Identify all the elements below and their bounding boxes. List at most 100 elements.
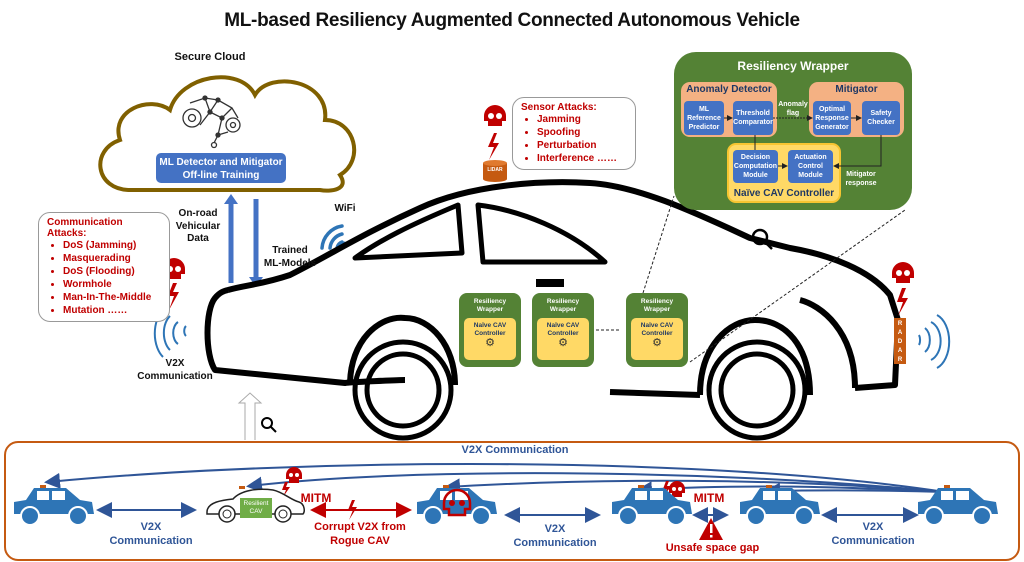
- link-label: V2X Communication: [818, 520, 928, 548]
- link-label-line: V2X: [140, 521, 162, 533]
- mini-controller-line: Naïve CAV: [473, 322, 507, 329]
- link-label: V2X Communication: [96, 520, 206, 548]
- corrupt-link-label: Corrupt V2X from Rogue CAV: [305, 520, 415, 548]
- mitm-label: MITM: [693, 491, 725, 505]
- module-line: Reference: [687, 114, 721, 122]
- attack-item: Perturbation: [537, 139, 627, 152]
- module-line: Decision: [740, 154, 771, 161]
- radar-letter: A: [897, 348, 903, 354]
- warning-icon: [699, 518, 723, 540]
- resilient-cav-car: [206, 486, 305, 523]
- resilient-cav-line: Resilient: [243, 500, 269, 507]
- mini-controller-line: Controller: [474, 330, 506, 337]
- gears-icon: ⚙: [652, 337, 662, 349]
- downlink-line2: ML-Models: [263, 257, 317, 269]
- resiliency-wrapper-title: Resiliency Wrapper: [737, 59, 849, 73]
- platoon-car: [740, 485, 820, 526]
- v2x-attack-bolt-icon: [168, 283, 179, 310]
- ml-training-line2: Off-line Training: [182, 170, 260, 181]
- secure-cloud-label: Secure Cloud: [174, 51, 246, 63]
- unsafe-gap-label: Unsafe space gap: [665, 542, 760, 554]
- radar-letter: R: [897, 321, 903, 327]
- mitigator-response-line: response: [845, 180, 877, 187]
- wifi-icon: [320, 224, 344, 250]
- v2x-label-line1: V2X: [165, 358, 185, 369]
- anomaly-flag-line: Anomaly: [778, 101, 808, 108]
- mini-controller-line: Naïve CAV: [640, 322, 674, 329]
- module-line: Comparator: [733, 119, 773, 126]
- mini-wrapper-line: Resiliency: [640, 298, 674, 305]
- platoon-car: [14, 485, 94, 526]
- radar-letter: R: [897, 357, 903, 363]
- link-label: V2X Communication: [500, 522, 610, 550]
- main-car-outline: [204, 179, 901, 398]
- gears-icon: ⚙: [485, 337, 495, 349]
- sensor-attacks-header: Sensor Attacks:: [521, 102, 597, 113]
- attack-item: Masquerading: [63, 252, 161, 265]
- anomaly-detector-title: Anomaly Detector: [686, 84, 772, 95]
- zoom-up-hollow-arrow: [237, 392, 263, 440]
- link-label-line: V2X: [544, 523, 566, 535]
- module-line: Generator: [815, 123, 849, 131]
- optimal-response-generator-module: Optimal Response Generator: [813, 101, 851, 135]
- module-line: Actuation: [794, 154, 827, 161]
- module-line: Module: [743, 172, 768, 179]
- downlink-line1: Trained: [272, 245, 308, 256]
- mitigator-response-label: Mitigator response: [843, 170, 879, 188]
- mini-wrapper-line: Wrapper: [549, 306, 577, 313]
- door-handle: [536, 279, 564, 287]
- v2x-label-line2: Communication: [137, 370, 213, 382]
- resilient-cav-label: Resilient CAV: [240, 500, 272, 516]
- module-line: Response: [815, 114, 849, 122]
- corrupt-link-bolt-icon: [348, 500, 357, 520]
- module-line: Threshold: [736, 110, 770, 117]
- ml-reference-predictor-module: ML Reference Predictor: [684, 101, 724, 135]
- front-wheel: [706, 339, 808, 441]
- mitm-label: MITM: [300, 491, 332, 505]
- naive-cav-controller-title: Naïve CAV Controller: [733, 188, 835, 199]
- module-line: ML: [698, 105, 710, 113]
- gears-icon: ⚙: [558, 337, 568, 349]
- platoon-car: [918, 485, 998, 526]
- lidar-attack-bolt-icon: [488, 133, 499, 160]
- front-window: [475, 202, 608, 265]
- attack-item: DoS (Flooding): [63, 265, 161, 278]
- mitigator-title: Mitigator: [835, 84, 878, 95]
- mini-wrapper-line: Wrapper: [476, 306, 504, 313]
- magnifier-icon-large: [751, 228, 773, 250]
- link-label-line: V2X: [862, 521, 884, 533]
- link-label-line: Corrupt V2X from: [314, 521, 406, 533]
- downlink-label: Trained ML-Models: [258, 245, 322, 270]
- threshold-comparator-module: Threshold Comparator: [733, 101, 773, 135]
- resilient-cav-line: CAV: [249, 508, 263, 515]
- uplink-label: On-road Vehicular Data: [168, 208, 228, 246]
- module-line: Module: [798, 172, 823, 179]
- module-line: Predictor: [688, 123, 720, 131]
- lidar-skull-icon: [484, 105, 506, 126]
- attack-item: Interference ……: [537, 152, 627, 165]
- platoon-top-label: V2X Communication: [461, 444, 569, 456]
- rogue-cav-car: [417, 485, 497, 526]
- mini-wrapper-line: Wrapper: [643, 306, 671, 313]
- mini-controller-line: Controller: [547, 330, 579, 337]
- module-line: Checker: [867, 119, 895, 126]
- mini-controller-line: Naïve CAV: [546, 322, 580, 329]
- attack-item: DoS (Jamming): [63, 239, 161, 252]
- lidar-sensor: [483, 160, 507, 182]
- uplink-line3: Data: [187, 233, 209, 244]
- platoon-mitm-skull-icon-2: [669, 481, 685, 497]
- ml-training-box: ML Detector and Mitigator Off-line Train…: [156, 153, 286, 183]
- attack-item: Man-In-The-Middle: [63, 291, 161, 304]
- link-label-line: Communication: [513, 537, 597, 549]
- attack-item: Jamming: [537, 113, 627, 126]
- rogue-skull-icon: [442, 488, 472, 517]
- mitigator-response-line: Mitigator: [846, 171, 876, 178]
- decision-computation-module: Decision Computation Module: [733, 150, 778, 183]
- diagram-title: ML-based Resiliency Augmented Connected …: [224, 10, 800, 31]
- attack-item: Mutation ……: [63, 304, 161, 317]
- anomaly-flag-label: Anomaly flag: [778, 100, 808, 118]
- actuation-control-module: Actuation Control Module: [788, 150, 833, 183]
- radar-wave-icon: [918, 314, 951, 369]
- radar-letter: A: [897, 330, 903, 336]
